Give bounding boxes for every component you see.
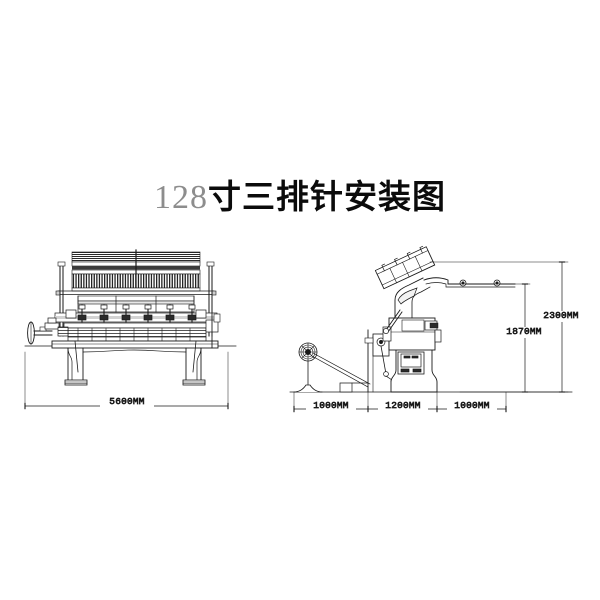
control-panel[interactable] bbox=[397, 351, 425, 375]
dimension-side-horizontals: 1000MM 1200MM 1000MM bbox=[293, 391, 507, 413]
drive-handwheel bbox=[27, 317, 69, 345]
material-roll-stand bbox=[293, 342, 371, 393]
inclined-creel-rack bbox=[374, 245, 436, 290]
machine-head-body bbox=[382, 309, 442, 393]
panel-button[interactable] bbox=[400, 368, 410, 373]
panel-display-line bbox=[411, 355, 419, 359]
page-title: 128寸三排针安装图 bbox=[0, 176, 600, 219]
dimension-label-height-inner: 1870MM bbox=[506, 326, 542, 337]
title-label: 寸三排针安装图 bbox=[208, 177, 446, 216]
needle-carrier-row bbox=[54, 304, 218, 323]
dimension-label-side-right: 1000MM bbox=[454, 400, 490, 411]
right-gearbox bbox=[205, 309, 221, 349]
needle-bar-assembly bbox=[71, 249, 201, 292]
top-rail-rollers bbox=[459, 279, 501, 287]
front-elevation-view bbox=[24, 249, 237, 386]
dimension-label-height-outer: 2300MM bbox=[543, 310, 579, 321]
panel-display-line bbox=[403, 355, 411, 359]
dimension-label-side-left: 1000MM bbox=[313, 400, 349, 411]
dimension-label-front-width: 5600MM bbox=[109, 396, 145, 407]
dimension-height-inner: 1870MM bbox=[447, 283, 550, 393]
support-legs bbox=[64, 347, 206, 386]
dimension-label-side-middle: 1200MM bbox=[385, 400, 421, 411]
roll-spiral-wheel bbox=[298, 342, 318, 362]
dimension-front-width: 5600MM bbox=[24, 351, 229, 410]
dimension-height-outer: 2300MM bbox=[429, 261, 587, 393]
side-elevation-view bbox=[289, 245, 573, 393]
shuttle-bed-assembly bbox=[63, 322, 211, 342]
middle-guide-frame bbox=[77, 295, 195, 313]
machine-bed-plate bbox=[24, 340, 237, 349]
thread-guide-rods bbox=[74, 340, 197, 373]
upper-gooseneck-housing bbox=[394, 277, 516, 319]
panel-button[interactable] bbox=[412, 368, 422, 373]
title-number: 128 bbox=[154, 179, 208, 216]
